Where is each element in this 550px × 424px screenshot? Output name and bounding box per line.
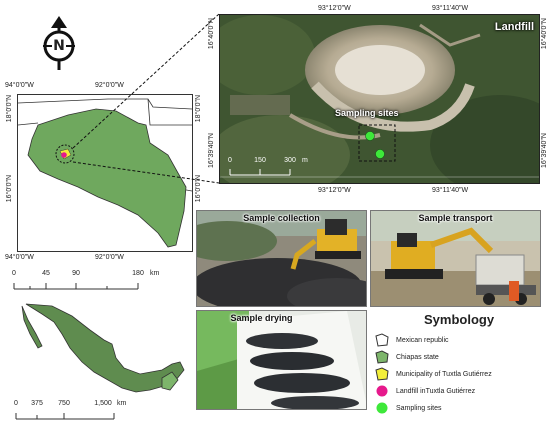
state-scale-bar: 0 45 90 180 km [10, 270, 200, 294]
green-circle-icon [376, 402, 388, 414]
state-map-frame [17, 94, 193, 252]
state-tick-bottom-1: 94°0'0"W [5, 254, 34, 261]
chiapas-state-shape [27, 108, 187, 248]
state-tick-top-2: 92°0'0"W [95, 82, 124, 89]
mexico-scale-label-0: 0 [14, 400, 18, 407]
state-scale-label-2: 90 [72, 270, 80, 277]
sample-collection-label: Sample collection [243, 213, 320, 223]
landfill-scale-label-1: 150 [254, 157, 266, 164]
legend-label: Landfill inTuxtla Gutiérrez [396, 387, 476, 395]
symbology-legend: Symbology Mexican republic Chiapas state… [374, 312, 544, 420]
north-arrow: N [38, 14, 80, 72]
landfill-scale-label-0: 0 [228, 157, 232, 164]
photo-sample-collection: Sample collection [196, 210, 367, 307]
landfill-scale-bar: 0 150 300 m [224, 157, 334, 179]
mexico-scale-label-1: 375 [31, 400, 43, 407]
landfill-tick-bottom-1: 93°12'0"W [318, 187, 351, 194]
green-polygon-icon [375, 350, 389, 364]
mexico-scale-bar: 0 375 750 1,500 km [10, 400, 160, 422]
white-polygon-icon [375, 333, 389, 347]
legend-item-landfill: Landfill inTuxtla Gutiérrez [374, 383, 475, 399]
state-scale-label-3: 180 [132, 270, 144, 277]
legend-title: Symbology [424, 312, 495, 327]
mexico-scale-unit: km [117, 400, 127, 407]
mexico-shape [25, 303, 185, 393]
state-scale-label-1: 45 [42, 270, 50, 277]
sampling-sites-label: Sampling sites [335, 108, 399, 118]
photo-sample-drying: Sample drying [196, 310, 367, 410]
legend-item-municipality: Municipality of Tuxtla Gutiérrez [374, 366, 492, 382]
photo-sample-transport: Sample transport [370, 210, 541, 307]
landfill-scale-label-2: 300 [284, 157, 296, 164]
landfill-title: Landfill [494, 21, 534, 33]
sample-transport-label: Sample transport [418, 213, 493, 223]
landfill-tick-left-2: 16°39'40"N [208, 133, 215, 169]
sample-drying-label: Sample drying [230, 313, 293, 323]
legend-item-mexican-republic: Mexican republic [374, 332, 449, 348]
magenta-circle-icon [376, 385, 388, 397]
legend-item-sampling-sites: Sampling sites [374, 400, 442, 416]
legend-label: Mexican republic [396, 336, 449, 344]
landfill-satellite-image [220, 15, 539, 183]
state-scale-label-0: 0 [12, 270, 16, 277]
landfill-tick-right-1: 16°40'0"N [541, 18, 548, 50]
legend-item-chiapas-state: Chiapas state [374, 349, 439, 365]
landfill-scale-unit: m [302, 157, 308, 164]
landfill-map-frame: Landfill Sampling sites 0 150 300 m [219, 14, 540, 184]
yellow-polygon-icon [375, 367, 389, 381]
landfill-tick-bottom-2: 93°11'40"W [432, 187, 469, 194]
landfill-tick-right-2: 16°39'40"N [541, 133, 548, 169]
north-arrow-icon [43, 16, 75, 70]
landfill-tick-top-1: 93°12'0"W [318, 5, 351, 12]
state-scale-unit: km [150, 270, 160, 277]
mexico-scale-label-2: 750 [58, 400, 70, 407]
legend-label: Chiapas state [396, 353, 439, 361]
mexico-scale-label-3: 1,500 [94, 400, 112, 407]
state-map [17, 98, 193, 248]
landfill-tick-left-1: 16°40'0"N [208, 18, 215, 50]
state-tick-bottom-2: 92°0'0"W [95, 254, 124, 261]
landfill-tick-top-2: 93°11'40"W [432, 5, 469, 12]
legend-label: Sampling sites [396, 404, 442, 412]
legend-label: Municipality of Tuxtla Gutiérrez [396, 370, 492, 378]
mexico-map [12, 300, 192, 400]
state-tick-top-1: 94°0'0"W [5, 82, 34, 89]
north-letter: N [53, 38, 65, 54]
